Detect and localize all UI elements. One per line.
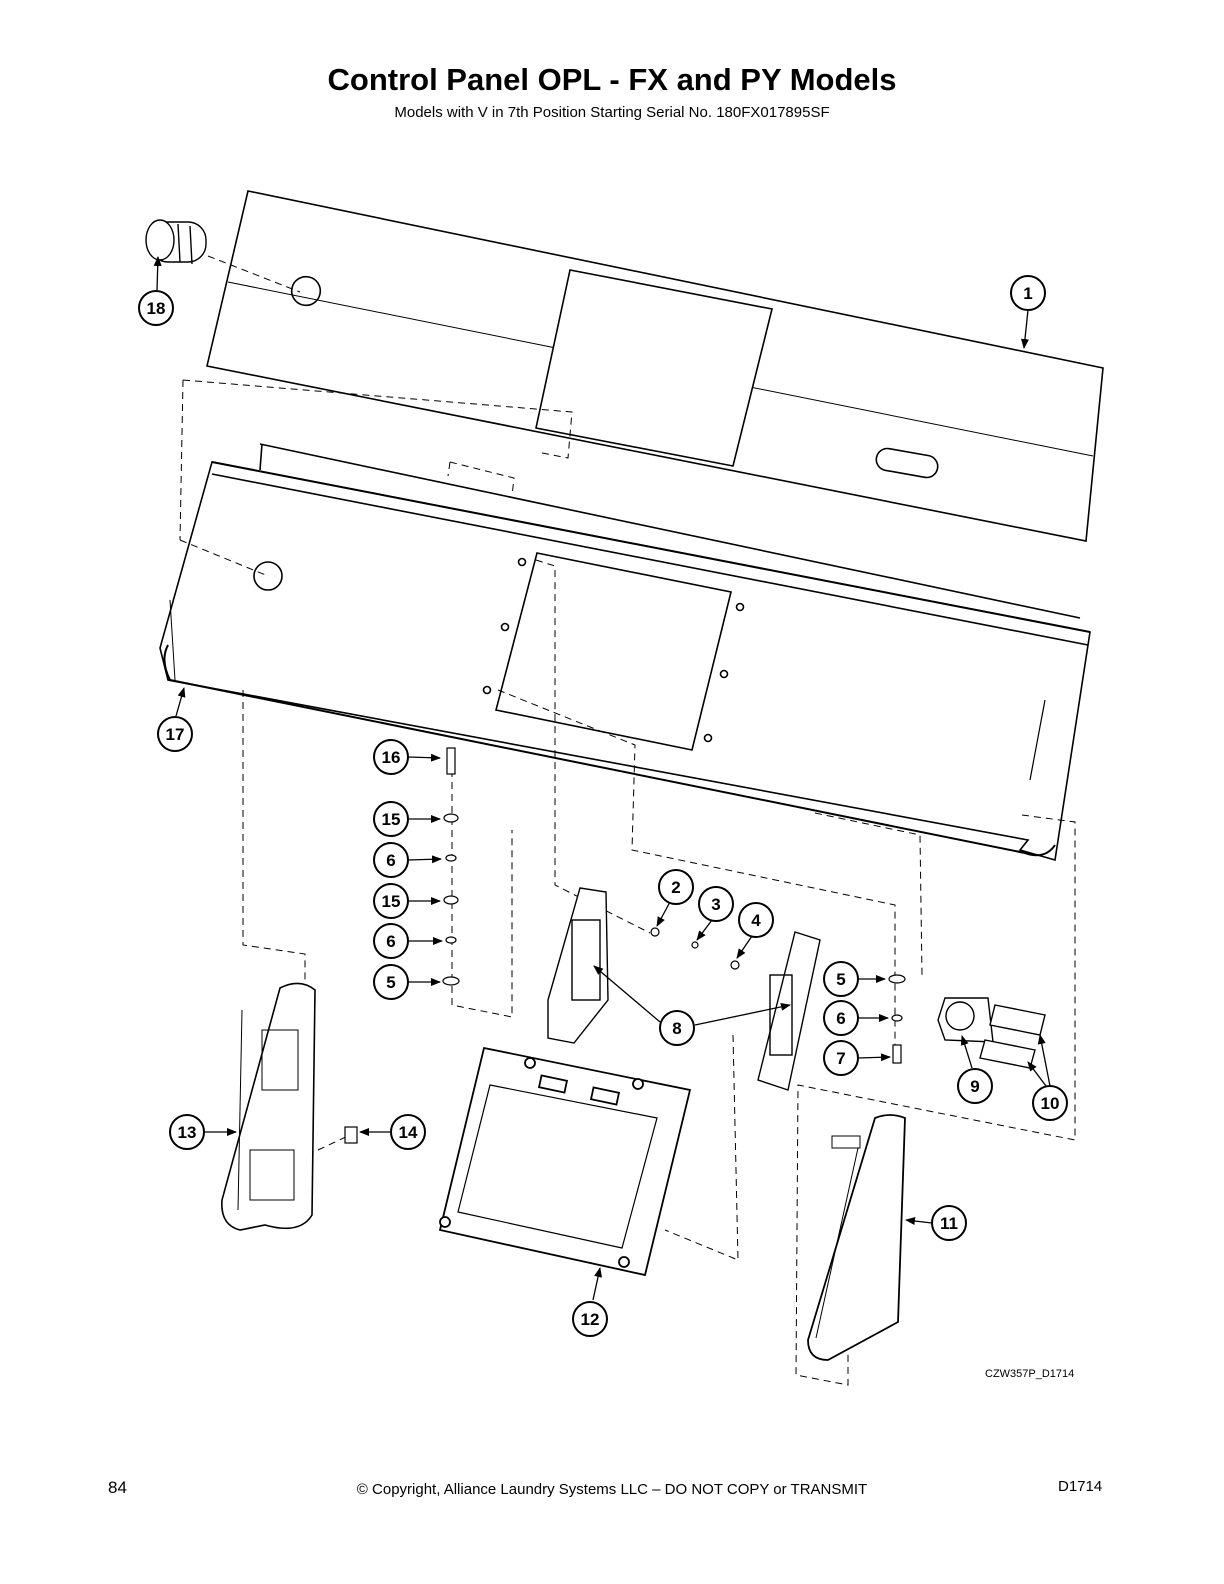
callout-6b: 6: [373, 923, 409, 959]
callout-7: 7: [823, 1040, 859, 1076]
callout-5b: 5: [823, 961, 859, 997]
svg-text:4: 4: [751, 911, 761, 930]
svg-text:17: 17: [166, 725, 185, 744]
svg-text:8: 8: [672, 1019, 681, 1038]
svg-text:6: 6: [836, 1009, 845, 1028]
page-number: 84: [108, 1478, 127, 1497]
callout-2: 2: [658, 869, 694, 905]
callout-15b: 15: [373, 883, 409, 919]
copyright-notice: © Copyright, Alliance Laundry Systems LL…: [356, 1481, 868, 1498]
callout-6a: 6: [373, 842, 409, 878]
callout-16: 16: [373, 739, 409, 775]
page-title: Control Panel OPL - FX and PY Models: [327, 62, 897, 97]
svg-text:18: 18: [147, 299, 166, 318]
svg-text:6: 6: [386, 932, 395, 951]
part-9-10-switch: [937, 997, 1046, 1069]
callout-5a: 5: [373, 964, 409, 1000]
svg-text:10: 10: [1041, 1094, 1060, 1113]
callout-10: 10: [1032, 1085, 1068, 1121]
svg-text:13: 13: [178, 1123, 197, 1142]
part-1-overlay-panel: [206, 190, 1104, 542]
svg-text:12: 12: [581, 1310, 600, 1329]
callout-14: 14: [390, 1114, 426, 1150]
callout-11: 11: [931, 1205, 967, 1241]
callout-17: 17: [157, 716, 193, 752]
svg-text:2: 2: [671, 878, 680, 897]
svg-text:5: 5: [836, 970, 845, 989]
callout-bubbles: 1 2 3 4 5 5 6 6 6 7 8 9 10 11 12 13 14 1…: [138, 275, 1068, 1337]
part-8-brackets: [547, 887, 821, 1091]
svg-text:6: 6: [386, 851, 395, 870]
svg-text:9: 9: [970, 1077, 979, 1096]
part-17-control-panel: [159, 443, 1091, 862]
callout-12: 12: [572, 1301, 608, 1337]
callout-18: 18: [138, 290, 174, 326]
page-subtitle: Models with V in 7th Position Starting S…: [394, 104, 830, 121]
drawing-code: CZW357P_D1714: [985, 1368, 1075, 1380]
hardware-fasteners: [344, 747, 906, 1144]
assembly-dashed-lines: [179, 255, 1076, 1386]
svg-text:15: 15: [382, 810, 401, 829]
callout-8: 8: [659, 1010, 695, 1046]
svg-text:1: 1: [1023, 284, 1032, 303]
callout-6c: 6: [823, 1000, 859, 1036]
svg-text:14: 14: [399, 1123, 418, 1142]
part-11-side-panel: [807, 1114, 906, 1361]
callout-3: 3: [698, 886, 734, 922]
callout-1: 1: [1010, 275, 1046, 311]
callout-13: 13: [169, 1114, 205, 1150]
leader-arrows: [153, 256, 1051, 1301]
callout-9: 9: [957, 1068, 993, 1104]
svg-text:7: 7: [836, 1049, 845, 1068]
svg-text:11: 11: [940, 1214, 958, 1233]
document-id: D1714: [1058, 1478, 1103, 1495]
svg-text:5: 5: [386, 973, 395, 992]
svg-text:15: 15: [382, 892, 401, 911]
part-12-display: [438, 1046, 692, 1277]
callout-15a: 15: [373, 801, 409, 837]
part-13-bracket: [221, 982, 316, 1231]
svg-text:3: 3: [711, 895, 720, 914]
part-18-knob: [145, 219, 207, 265]
svg-text:16: 16: [382, 748, 401, 767]
callout-4: 4: [738, 902, 774, 938]
